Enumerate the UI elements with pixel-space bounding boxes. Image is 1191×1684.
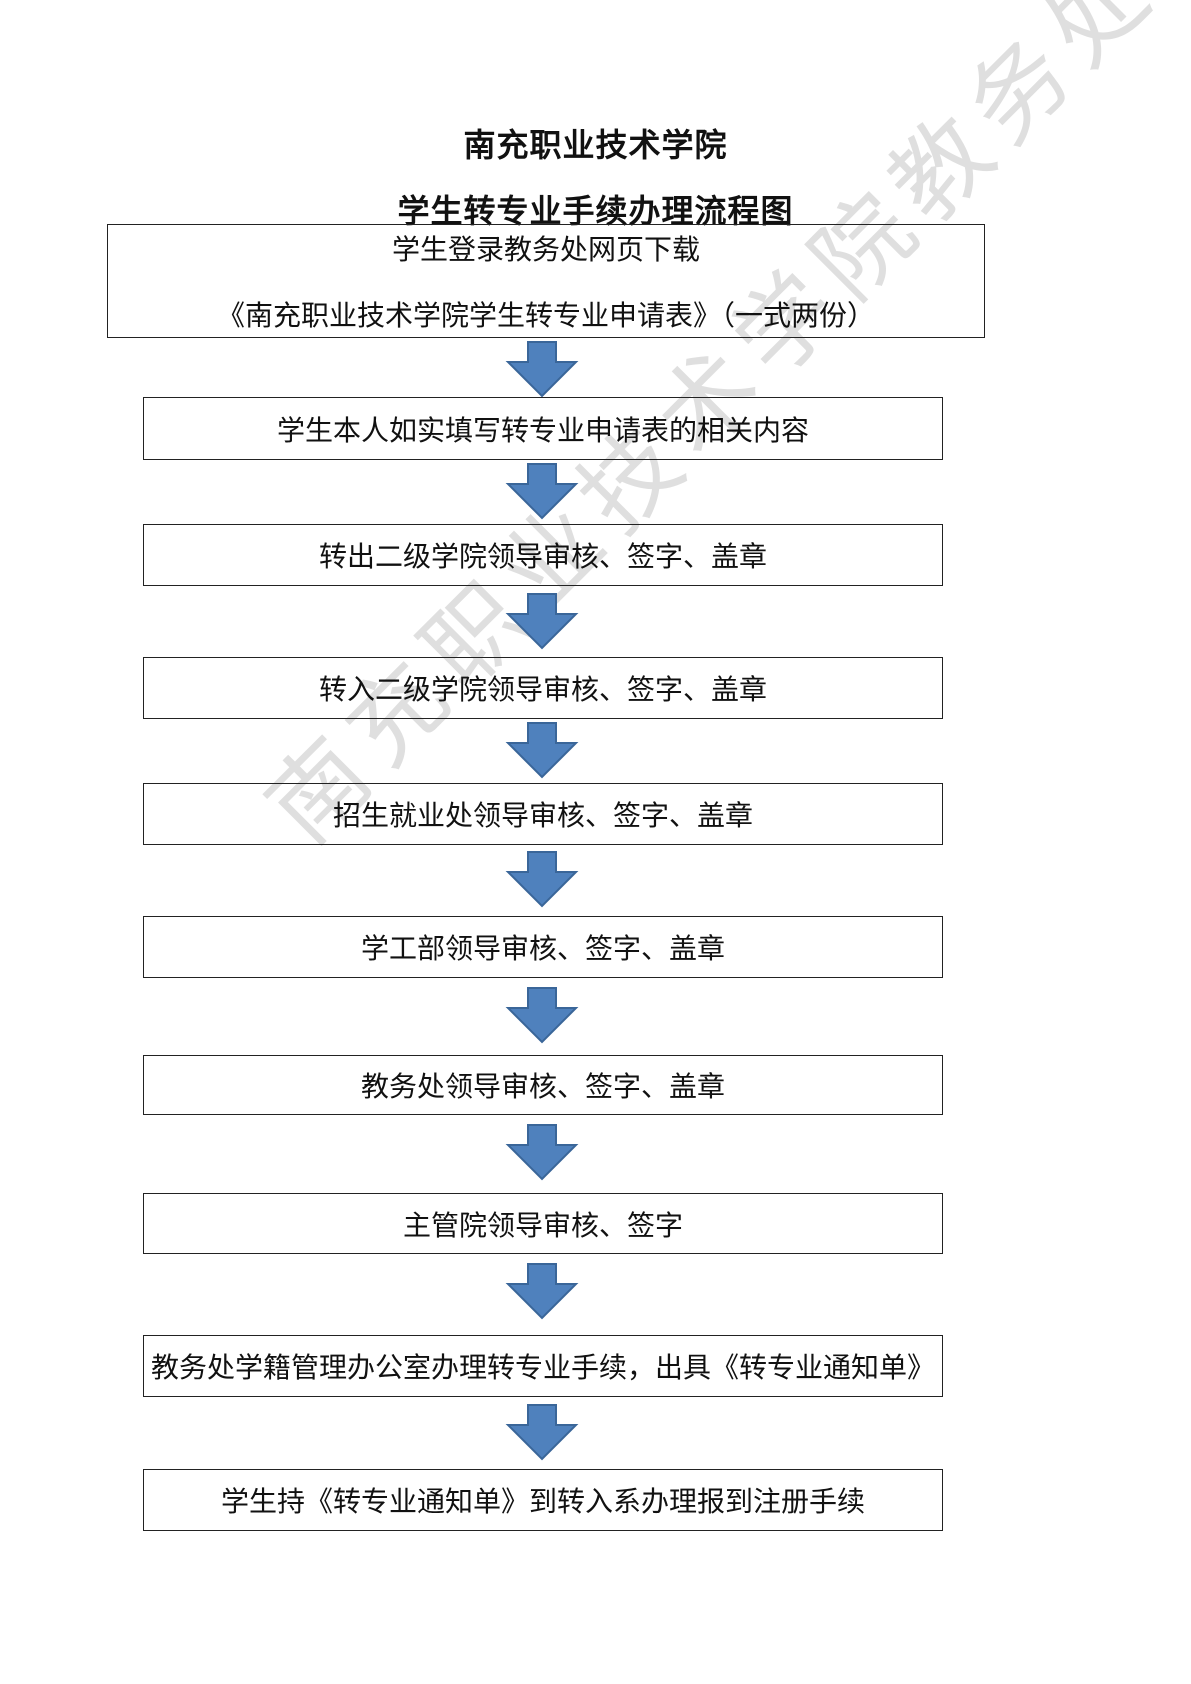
flow-step-1: 学生登录教务处网页下载 《南充职业技术学院学生转专业申请表》（一式两份） bbox=[107, 224, 985, 338]
flow-step-4: 转入二级学院领导审核、签字、盖章 bbox=[143, 657, 943, 719]
flow-step-3: 转出二级学院领导审核、签字、盖章 bbox=[143, 524, 943, 586]
flow-step-5: 招生就业处领导审核、签字、盖章 bbox=[143, 783, 943, 845]
down-arrow-icon bbox=[505, 722, 579, 779]
down-arrow-icon bbox=[505, 593, 579, 650]
flow-step-10-label: 学生持《转专业通知单》到转入系办理报到注册手续 bbox=[220, 1485, 865, 1518]
down-arrow-icon bbox=[505, 1263, 579, 1320]
down-arrow-icon bbox=[505, 1124, 579, 1181]
flow-step-6-label: 学工部领导审核、签字、盖章 bbox=[360, 932, 725, 965]
flow-step-4-label: 转入二级学院领导审核、签字、盖章 bbox=[318, 673, 767, 706]
flow-step-2: 学生本人如实填写转专业申请表的相关内容 bbox=[143, 397, 943, 460]
flow-step-10: 学生持《转专业通知单》到转入系办理报到注册手续 bbox=[143, 1469, 943, 1531]
flow-step-6: 学工部领导审核、签字、盖章 bbox=[143, 916, 943, 978]
flow-step-9: 教务处学籍管理办公室办理转专业手续，出具《转专业通知单》 bbox=[143, 1335, 943, 1397]
flow-step-8-label: 主管院领导审核、签字 bbox=[402, 1208, 683, 1242]
flow-step-5-label: 招生就业处领导审核、签字、盖章 bbox=[332, 799, 753, 832]
page-subtitle: 学生转专业手续办理流程图 bbox=[397, 192, 794, 230]
flow-step-2-label: 学生本人如实填写转专业申请表的相关内容 bbox=[276, 413, 809, 447]
down-arrow-icon bbox=[505, 463, 579, 520]
flow-step-7: 教务处领导审核、签字、盖章 bbox=[143, 1055, 943, 1115]
flow-step-7-label: 教务处领导审核、签字、盖章 bbox=[360, 1070, 725, 1103]
flow-step-9-label: 教务处学籍管理办公室办理转专业手续，出具《转专业通知单》 bbox=[150, 1351, 935, 1384]
down-arrow-icon bbox=[505, 987, 579, 1044]
down-arrow-icon bbox=[505, 851, 579, 908]
down-arrow-icon bbox=[505, 1404, 579, 1461]
flow-step-1-line-1: 学生登录教务处网页下载 bbox=[391, 233, 700, 266]
page-title: 南充职业技术学院 bbox=[463, 126, 728, 164]
flow-step-1-line-2: 《南充职业技术学院学生转专业申请表》（一式两份） bbox=[216, 299, 875, 332]
down-arrow-icon bbox=[505, 341, 579, 398]
flow-step-3-label: 转出二级学院领导审核、签字、盖章 bbox=[318, 540, 767, 573]
flow-step-8: 主管院领导审核、签字 bbox=[143, 1193, 943, 1254]
